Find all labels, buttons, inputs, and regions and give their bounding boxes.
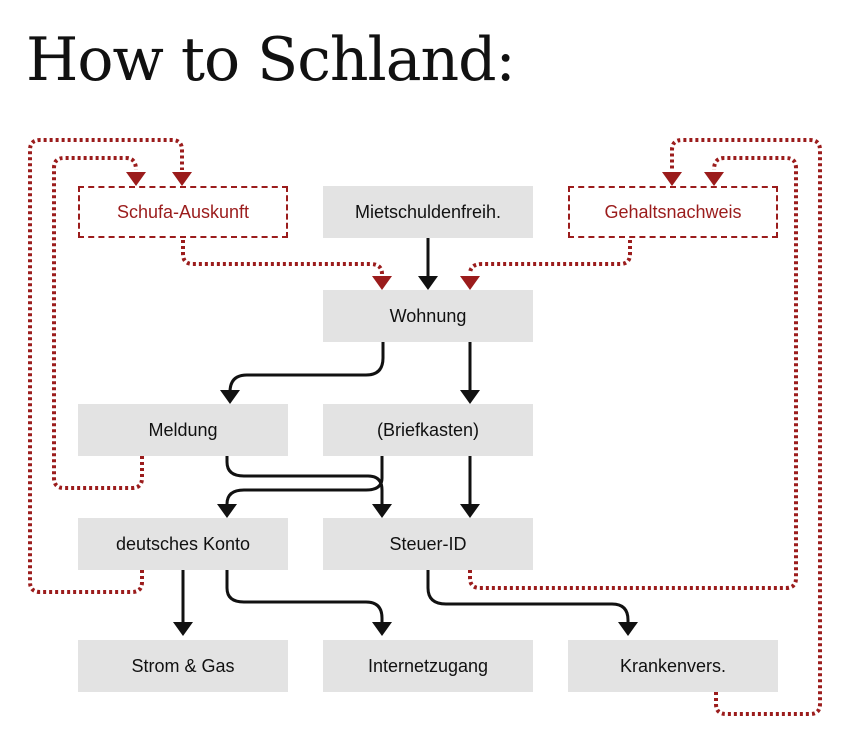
dotted-edge-steuer-gehalt	[468, 156, 798, 590]
arrowhead	[460, 504, 480, 518]
arrowhead	[372, 622, 392, 636]
node-gehaltsnachweis: Gehaltsnachweis	[568, 186, 778, 238]
arrowhead	[220, 390, 240, 404]
arrowhead	[173, 622, 193, 636]
node-krankenversicherung: Krankenvers.	[568, 640, 778, 692]
edge-konto-internet	[225, 570, 384, 624]
arrowhead	[217, 504, 237, 518]
node-meldung: Meldung	[78, 404, 288, 456]
edge-briefkasten-konto	[225, 456, 384, 506]
dotted-edge-konto-schufa	[28, 138, 184, 594]
arrowhead	[618, 622, 638, 636]
node-schufa-auskunft: Schufa-Auskunft	[78, 186, 288, 238]
prereq-arrowhead	[662, 172, 682, 186]
prereq-arrowhead	[126, 172, 146, 186]
node-wohnung: Wohnung	[323, 290, 533, 342]
node-steuer-id: Steuer-ID	[323, 518, 533, 570]
edge-wohnung-meldung	[228, 342, 385, 393]
dotted-edge-gehalt-wohnung	[468, 240, 632, 275]
prereq-arrowhead	[372, 276, 392, 290]
node-briefkasten: (Briefkasten)	[323, 404, 533, 456]
prereq-arrowhead	[704, 172, 724, 186]
node-mietschuldenfreiheit: Mietschuldenfreih.	[323, 186, 533, 238]
edge-steuer-kranken	[426, 570, 630, 624]
node-internetzugang: Internetzugang	[323, 640, 533, 692]
arrowhead	[460, 390, 480, 404]
page-title: How to Schland:	[26, 25, 516, 95]
edge-meldung-steuer	[225, 456, 384, 506]
node-deutsches-konto: deutsches Konto	[78, 518, 288, 570]
prereq-arrowhead	[172, 172, 192, 186]
arrowhead	[372, 504, 392, 518]
dotted-edge-schufa-wohnung	[181, 240, 384, 275]
prereq-arrowhead	[460, 276, 480, 290]
arrowhead	[418, 276, 438, 290]
dotted-edge-meldung-schufa	[52, 156, 144, 490]
node-strom-gas: Strom & Gas	[78, 640, 288, 692]
